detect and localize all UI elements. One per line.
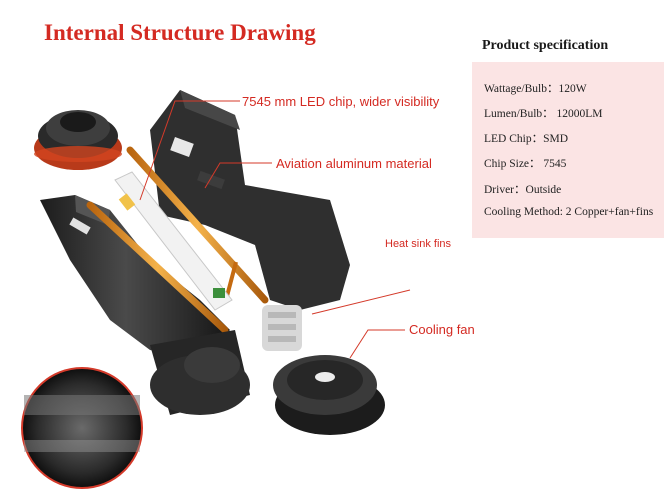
fin-stack — [262, 305, 302, 351]
page-title: Internal Structure Drawing — [44, 20, 316, 45]
spec-row-lumen: Lumen/Bulb： 12000LM — [484, 108, 603, 120]
spec-row-driver: Driver：Outside — [484, 184, 562, 196]
callout-leader-lines — [139, 100, 411, 359]
spec-row-chip-size: Chip Size： 7545 — [484, 158, 567, 170]
spec-heading: Product specification — [482, 38, 609, 53]
spec-row-led-chip: LED Chip：SMD — [484, 133, 569, 145]
led-chip-board — [114, 171, 233, 311]
spec-row-cooling: Cooling Method: 2 Copper+fan+fins — [484, 206, 654, 218]
spec-panel — [472, 62, 664, 238]
callout-led-chip: 7545 mm LED chip, wider visibility — [242, 94, 440, 109]
cooling-fan-cap — [273, 355, 385, 435]
magnified-inset — [21, 367, 143, 489]
callout-aluminum: Aviation aluminum material — [276, 156, 432, 171]
bulb-base-body — [150, 330, 250, 415]
callout-heat-sink-fins: Heat sink fins — [385, 238, 452, 250]
base-socket — [34, 110, 122, 170]
callout-cooling-fan: Cooling fan — [409, 322, 475, 337]
heatsink-housing — [150, 90, 350, 310]
spec-row-wattage: Wattage/Bulb：120W — [484, 83, 587, 95]
